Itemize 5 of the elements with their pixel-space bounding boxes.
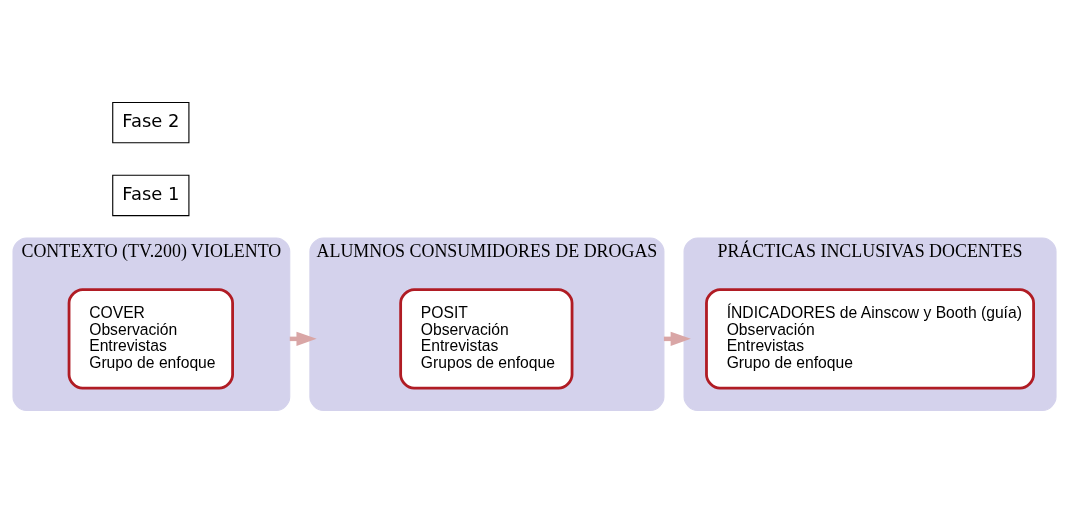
node-box: COVER Observación Entrevistas Grupo de enfoque [67, 287, 234, 390]
node-box: Fase 2 [112, 101, 190, 143]
node-box: ÍNDICADORES de Ainscow y Booth (guía) Observación Entrevistas Grupo de enfoque [705, 287, 1035, 390]
node-box: POSIT Observación Entrevistas Grupos de enfoque [399, 287, 574, 390]
node-box: Fase 1 [112, 174, 190, 216]
